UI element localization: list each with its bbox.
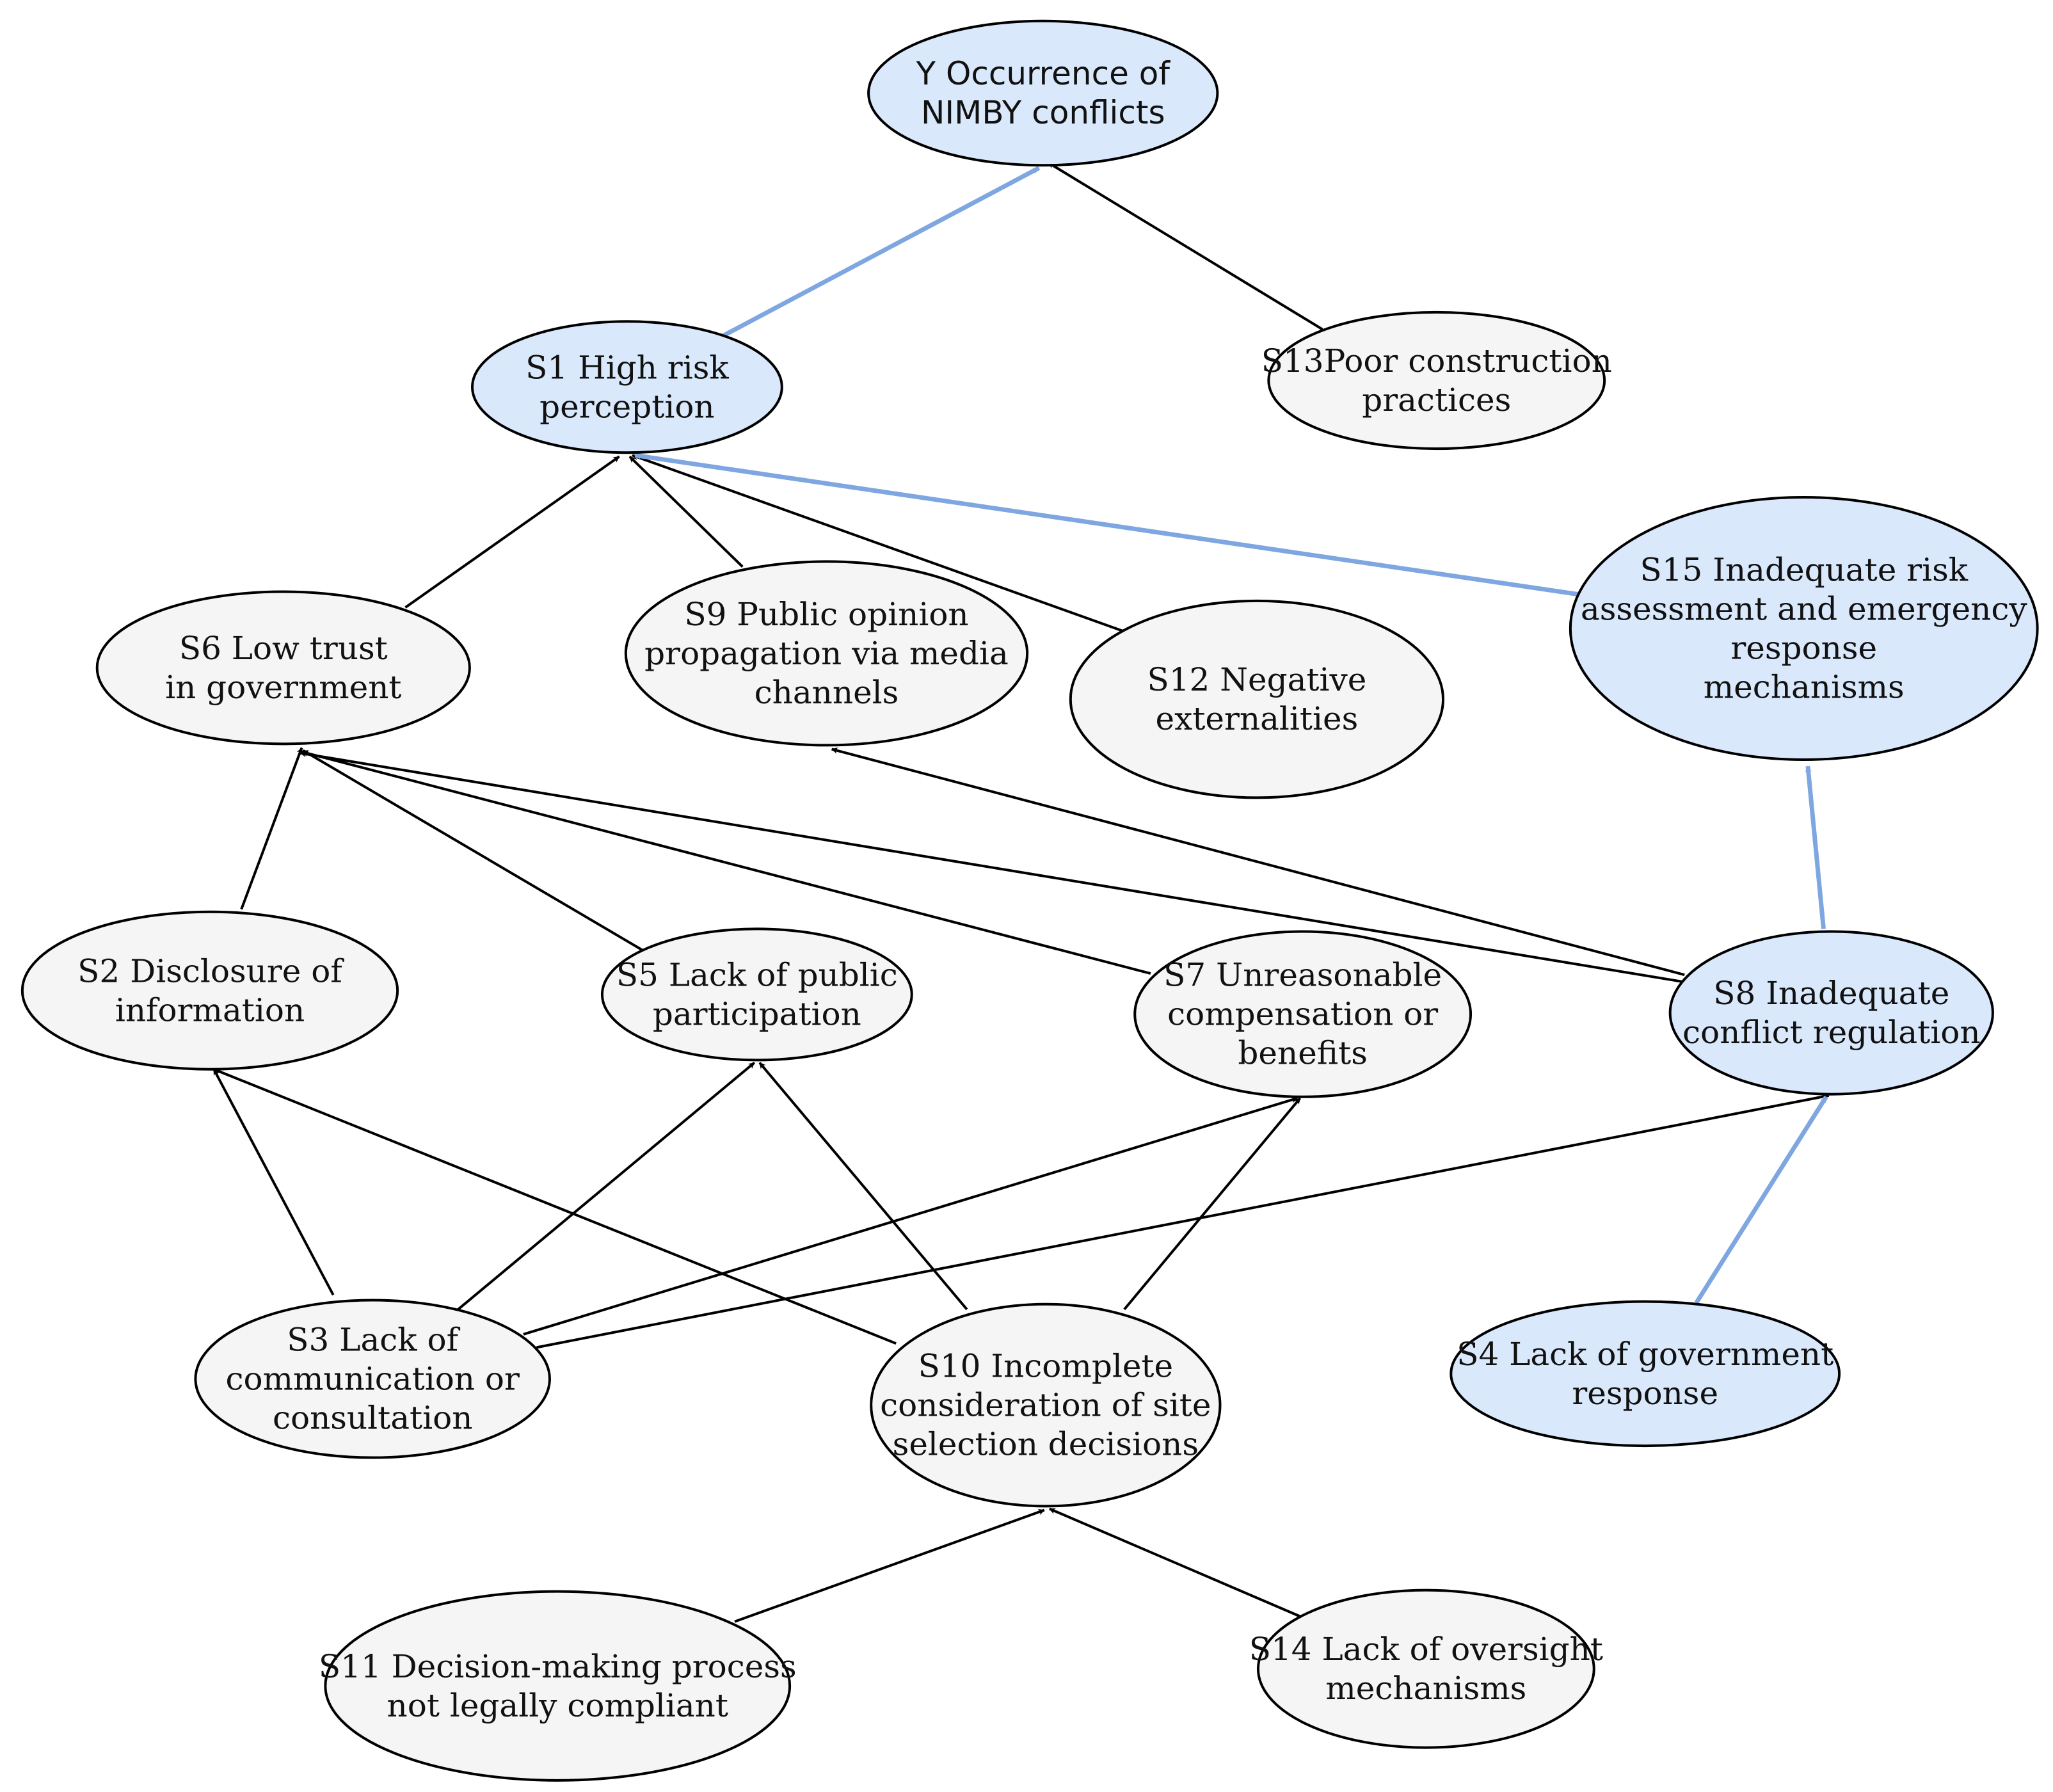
node-s3-label-line: consultation [273,1400,472,1437]
node-s8-shape [1668,930,1994,1096]
node-s11-label-line: S11 Decision-making process [319,1648,797,1685]
edge-s4-to-s8 [1694,1095,1828,1304]
node-s14-shape [1256,1588,1595,1749]
node-s15-label-line: mechanisms [1704,668,1905,705]
edge-s8-to-s15 [1805,765,1826,929]
node-s15-label-line: assessment and emergency [1581,590,2027,627]
edge-s3-to-s7 [523,1096,1298,1336]
node-s4-label-line: response [1572,1375,1718,1412]
node-s5-label-line: S5 Lack of public [616,956,898,993]
node-s1-label-line: S1 High risk [525,349,729,386]
node-s9-label-line: propagation via media [644,635,1009,672]
node-s1-label-line: perception [539,388,715,425]
node-s6-label-line: S6 Low trust [179,630,388,667]
node-s10-label-line: consideration of site [880,1387,1211,1424]
edge-s1-to-y [721,166,1041,338]
edge-s6-to-s1 [404,455,620,609]
node-s12-label-line: S12 Negative [1147,661,1366,698]
node-s7-label-line: benefits [1238,1035,1368,1072]
node-s5-label-line: participation [653,995,861,1032]
edge-s9-to-s1 [628,455,744,568]
edge-s15-to-s1 [634,452,1579,597]
node-s15-label-line: S15 Inadequate risk [1640,551,1968,588]
node-s14-label-line: S14 Lack of oversight [1249,1631,1603,1668]
node-s3-label-line: communication or [225,1361,520,1398]
edge-s8-to-s9 [831,748,1685,977]
node-y-shape [867,19,1219,167]
edge-s2-to-s6 [240,747,303,910]
node-s13-label-line: S13Poor construction [1261,342,1612,380]
node-s7-shape [1133,930,1473,1098]
node-s2-shape [20,910,399,1071]
node-s13-shape [1267,310,1606,451]
edge-s10-to-s2 [213,1068,897,1345]
edge-s10-to-s5 [758,1062,968,1311]
node-s7-label-line: compensation or [1167,996,1438,1033]
node-s3-shape [194,1299,551,1459]
node-s5-shape [600,927,913,1062]
node-s12-shape [1069,599,1445,799]
node-s2-label-line: information [115,991,305,1028]
node-s3-label-line: S3 Lack of [287,1322,460,1359]
node-s9-label-line: channels [755,674,899,711]
node-s11-label-line: not legally compliant [387,1687,728,1724]
node-s15-label-line: response [1730,629,1877,666]
node-s10-label-line: selection decisions [893,1426,1199,1463]
node-s8-label-line: S8 Inadequate [1713,975,1949,1012]
node-s14-label-line: mechanisms [1325,1670,1526,1707]
node-s9-label-line: S9 Public opinion [684,596,968,633]
node-s1-shape [471,320,783,454]
node-s10-label-line: S10 Incomplete [918,1348,1174,1385]
node-s13-label-line: practices [1362,381,1511,419]
edge-s14-to-s10 [1049,1507,1301,1618]
node-s4-shape [1450,1300,1841,1448]
edge-s12-to-s1 [632,454,1124,632]
edges-layer [212,161,1830,1623]
edge-s13-to-y [1047,161,1323,331]
node-s12-label-line: externalities [1156,700,1359,737]
node-s11-shape [324,1590,792,1782]
node-s2-label-line: S2 Disclosure of [77,952,344,989]
node-s6-shape [95,590,471,746]
edge-s10-to-s7 [1123,1097,1302,1311]
node-s4-label-line: S4 Lack of government [1457,1336,1833,1373]
edge-s3-to-s5 [456,1061,756,1312]
node-s10-shape [870,1302,1222,1508]
edge-s11-to-s10 [734,1508,1045,1623]
node-s7-label-line: S7 Unreasonable [1163,957,1442,994]
node-s8-label-line: conflict regulation [1682,1014,1981,1051]
edge-s7-to-s6 [301,750,1151,975]
edge-s5-to-s6 [302,749,661,962]
edge-s3-to-s2 [212,1068,335,1296]
node-s15-shape [1569,495,2039,761]
edge-s3-to-s8 [536,1093,1830,1349]
node-y-label-line: Y Occurrence of [916,55,1171,92]
node-y-label-line: NIMBY conflicts [921,94,1165,131]
node-s9-shape [624,560,1029,747]
edge-s8-to-s6 [300,751,1689,984]
node-s6-label-line: in government [165,669,401,706]
